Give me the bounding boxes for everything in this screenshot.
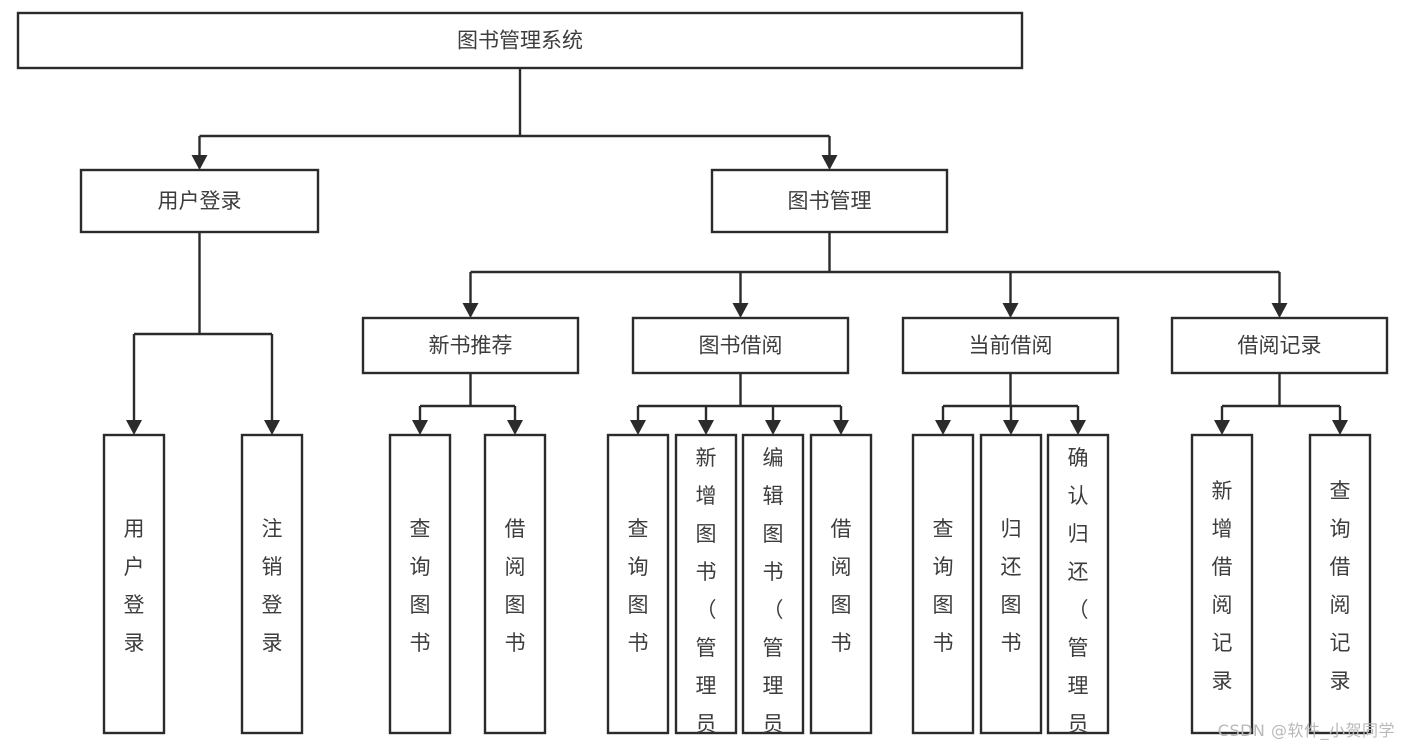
node-root-rect[interactable] [16, 11, 1024, 70]
node-current-borrow-rect[interactable] [901, 316, 1120, 375]
node-query-book-3-rect[interactable] [911, 433, 975, 735]
arrow-to-user-login-arrowhead [191, 155, 208, 170]
node-borrow-book-2-rect[interactable] [809, 433, 873, 735]
arrow-to-add-borrow-record-arrowhead [1214, 420, 1230, 435]
node-user-login-do-label: 用户登录 [124, 517, 145, 655]
arrow-to-return-book-arrowhead [1003, 420, 1019, 435]
node-edit-book-rect[interactable] [741, 433, 805, 735]
node-current-borrow-label: 当前借阅 [969, 334, 1053, 358]
arrow-to-book-borrow-arrowhead [732, 303, 749, 318]
node-borrow-book-1[interactable]: 借阅图书 [483, 433, 547, 735]
node-user-login-rect[interactable] [79, 168, 320, 234]
arrow-to-query-book-1-arrowhead [412, 420, 428, 435]
node-return-book-rect[interactable] [979, 433, 1043, 735]
node-query-book-1-label: 查询图书 [410, 517, 431, 655]
node-book-management-label: 图书管理 [788, 189, 872, 213]
node-add-book-rect[interactable] [674, 433, 738, 735]
node-borrow-book-1-rect[interactable] [483, 433, 547, 735]
node-book-borrow-label: 图书借阅 [699, 334, 783, 358]
node-new-book-recommend-rect[interactable] [361, 316, 580, 375]
connectors-layer [126, 68, 1348, 435]
node-book-management[interactable]: 图书管理 [710, 168, 949, 234]
node-root[interactable]: 图书管理系统 [16, 11, 1024, 70]
node-query-book-3-label: 查询图书 [933, 517, 954, 655]
node-add-book-label: 新增图书（管理员） [696, 446, 717, 747]
arrow-to-query-book-3-arrowhead [935, 420, 951, 435]
node-add-borrow-record-label: 新增借阅记录 [1212, 479, 1233, 693]
node-query-book-1[interactable]: 查询图书 [388, 433, 452, 735]
node-query-borrow-record-rect[interactable] [1308, 433, 1372, 735]
node-query-book-2[interactable]: 查询图书 [606, 433, 670, 735]
node-new-book-recommend-label: 新书推荐 [429, 334, 513, 358]
arrow-to-add-book-arrowhead [698, 420, 714, 435]
node-user-login-do-rect[interactable] [102, 433, 166, 735]
node-add-borrow-record[interactable]: 新增借阅记录 [1190, 433, 1254, 735]
node-user-login-do[interactable]: 用户登录 [102, 433, 166, 735]
node-borrow-book-1-label: 借阅图书 [505, 517, 526, 655]
node-borrow-record[interactable]: 借阅记录 [1170, 316, 1389, 375]
arrow-to-user-login-do-arrowhead [126, 420, 142, 435]
arrow-to-user-logout-arrowhead [264, 420, 280, 435]
arrow-to-edit-book-arrowhead [765, 420, 781, 435]
node-add-book[interactable]: 新增图书（管理员） [674, 433, 738, 747]
node-query-borrow-record[interactable]: 查询借阅记录 [1308, 433, 1372, 735]
node-borrow-record-rect[interactable] [1170, 316, 1389, 375]
arrow-to-borrow-book-1-arrowhead [507, 420, 523, 435]
node-query-book-2-rect[interactable] [606, 433, 670, 735]
node-edit-book[interactable]: 编辑图书（管理员） [741, 433, 805, 747]
node-confirm-return-rect[interactable] [1046, 433, 1110, 735]
node-book-management-rect[interactable] [710, 168, 949, 234]
node-user-logout-rect[interactable] [240, 433, 304, 735]
node-user-login-label: 用户登录 [158, 189, 242, 213]
node-add-borrow-record-rect[interactable] [1190, 433, 1254, 735]
node-query-borrow-record-label: 查询借阅记录 [1330, 479, 1351, 693]
arrow-to-query-borrow-record-arrowhead [1332, 420, 1348, 435]
watermark-text: CSDN @软件_小贺同学 [1217, 721, 1395, 740]
arrow-to-book-management-arrowhead [821, 155, 838, 170]
node-borrow-record-label: 借阅记录 [1238, 334, 1322, 358]
node-edit-book-label: 编辑图书（管理员） [763, 446, 784, 747]
node-user-logout[interactable]: 注销登录 [240, 433, 304, 735]
node-return-book[interactable]: 归还图书 [979, 433, 1043, 735]
node-book-borrow[interactable]: 图书借阅 [631, 316, 850, 375]
arrow-to-query-book-2-arrowhead [630, 420, 646, 435]
node-user-logout-label: 注销登录 [262, 517, 283, 655]
arrow-to-confirm-return-arrowhead [1070, 420, 1086, 435]
node-borrow-book-2[interactable]: 借阅图书 [809, 433, 873, 735]
node-confirm-return-label: 确认归还（管理员） [1068, 446, 1089, 747]
arrow-to-borrow-book-2-arrowhead [833, 420, 849, 435]
node-new-book-recommend[interactable]: 新书推荐 [361, 316, 580, 375]
node-query-book-3[interactable]: 查询图书 [911, 433, 975, 735]
node-query-book-1-rect[interactable] [388, 433, 452, 735]
node-user-login[interactable]: 用户登录 [79, 168, 320, 234]
arrow-to-new-book-recommend-arrowhead [462, 303, 479, 318]
node-borrow-book-2-label: 借阅图书 [831, 517, 852, 655]
arrow-to-current-borrow-arrowhead [1002, 303, 1019, 318]
arrow-to-borrow-record-arrowhead [1271, 303, 1288, 318]
node-query-book-2-label: 查询图书 [628, 517, 649, 655]
nodes-layer: 用户登录图书管理用户登录注销登录新书推荐查询图书借阅图书图书借阅查询图书新增图书… [16, 11, 1389, 747]
node-root-label: 图书管理系统 [457, 29, 583, 53]
node-book-borrow-rect[interactable] [631, 316, 850, 375]
node-confirm-return[interactable]: 确认归还（管理员） [1046, 433, 1110, 747]
node-return-book-label: 归还图书 [1001, 517, 1022, 655]
node-current-borrow[interactable]: 当前借阅 [901, 316, 1120, 375]
